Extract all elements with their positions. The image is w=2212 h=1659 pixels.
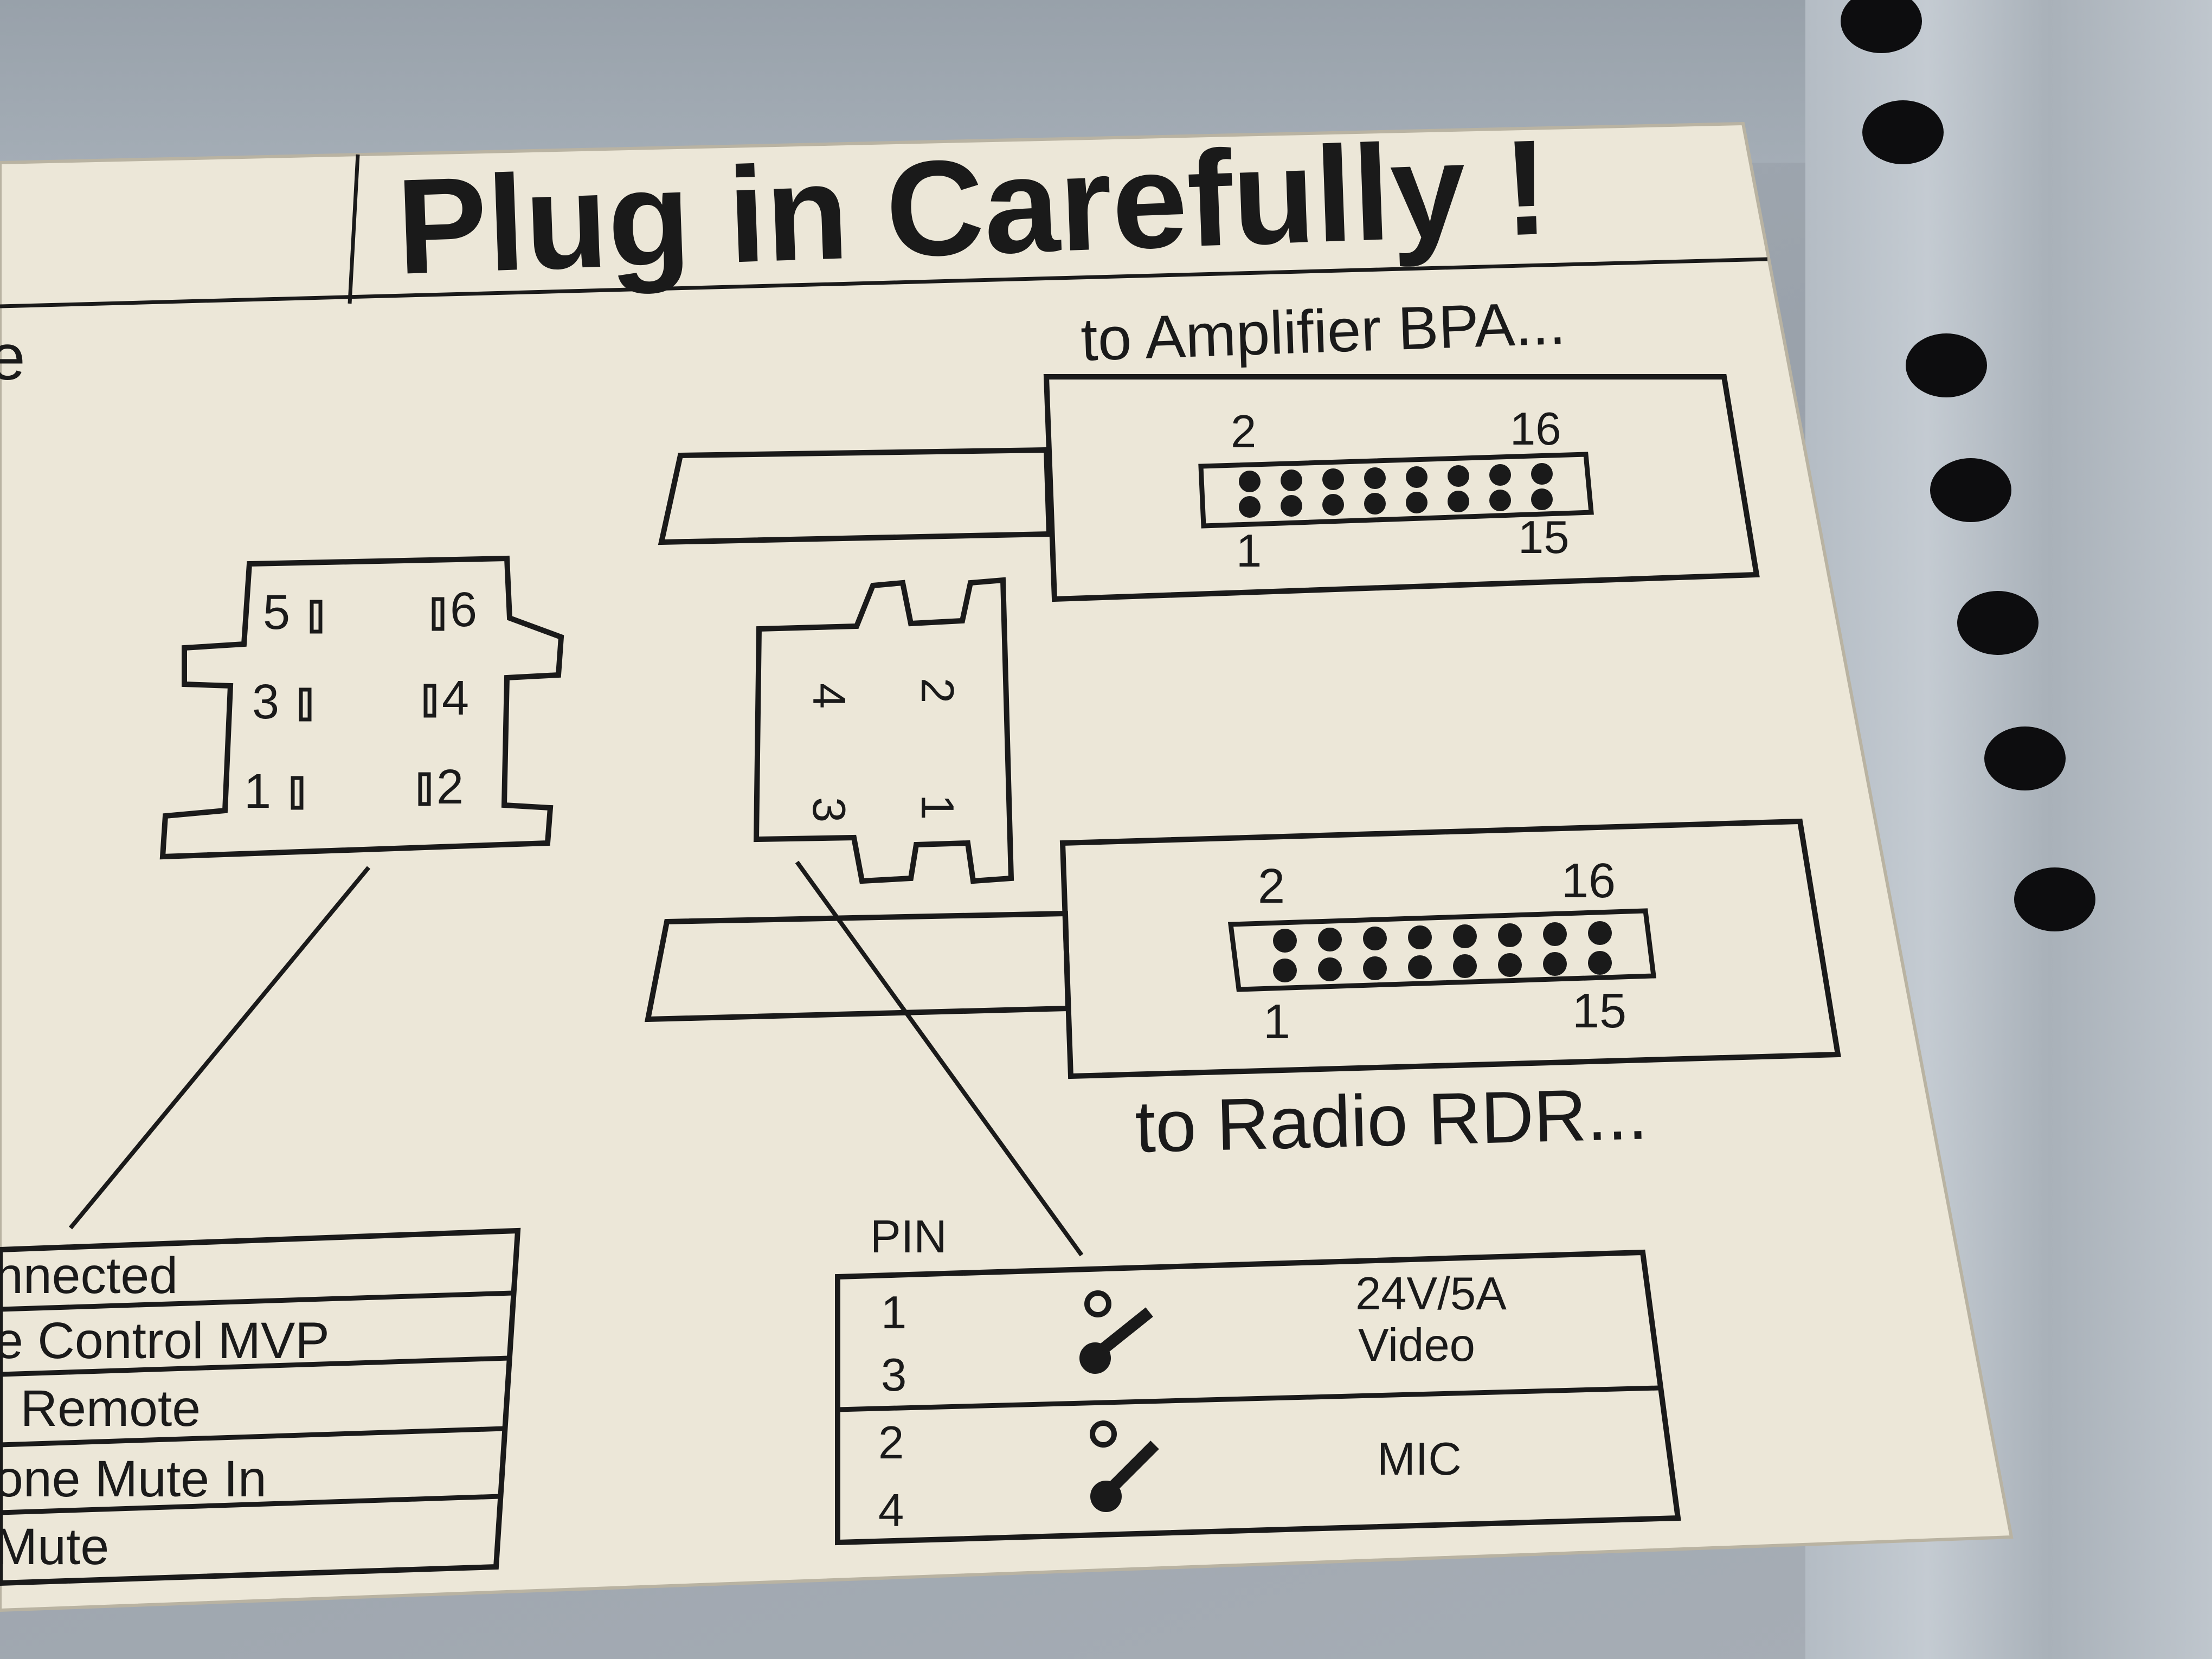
table-row: e Control MVP [0,1312,330,1369]
rail-hole [1862,100,1944,164]
amp-pin-2-label: 2 [1231,406,1256,458]
svg-text:3: 3 [803,797,854,822]
switch-icon [1090,1420,1159,1512]
amplifier-connector-body [1043,374,1760,602]
table-row: Mute [0,1518,109,1576]
rail-hole [1957,591,2039,655]
radio-pin-15-label: 15 [1572,984,1626,1038]
svg-text:1: 1 [881,1287,906,1339]
svg-text:24V/5A: 24V/5A [1355,1268,1507,1320]
leader-line-left [68,866,371,1230]
svg-text:4: 4 [803,683,854,709]
amplifier-cable [658,447,1052,545]
left-signal-table: nnected e Control MVP l Remote one Mute … [0,1227,521,1586]
svg-text:6: 6 [450,583,477,637]
radio-pin-1-label: 1 [1263,995,1290,1049]
rail-hole [2014,867,2095,931]
radio-label: to Radio RDR... [1134,1072,1649,1168]
radio-cable [644,910,1071,1023]
leader-line-right [795,860,1084,1257]
cut-text-fragment: e [0,321,25,394]
svg-text:1: 1 [244,764,271,819]
svg-text:2: 2 [911,678,963,703]
amp-pin-1-label: 1 [1236,525,1262,577]
svg-text:4: 4 [442,671,469,725]
svg-text:MIC: MIC [1377,1433,1462,1485]
amp-pin-15-label: 15 [1518,512,1570,563]
switch-icon [1079,1290,1153,1374]
table-row: l Remote [0,1380,201,1437]
rail-hole [1906,333,1987,397]
svg-text:3: 3 [252,675,279,729]
svg-text:4: 4 [878,1485,904,1536]
rail-hole [1984,726,2066,790]
six-pin-connector [159,555,564,860]
six-pin-labels: 5 6 3 4 1 2 [244,583,477,819]
table-row: nnected [0,1247,178,1304]
radio-pin-2-label: 2 [1258,859,1285,914]
four-pin-labels: 4 2 3 1 [803,678,963,822]
svg-text:Video: Video [1358,1320,1475,1371]
svg-text:2: 2 [878,1417,904,1469]
svg-text:1: 1 [911,794,963,820]
radio-pin-block [1227,908,1657,992]
amp-pin-16-label: 16 [1510,403,1561,455]
four-pin-connector [753,577,1014,884]
pin-function-table: PIN 1 3 24V/5A Video 2 4 MIC [835,1211,1681,1546]
rail-hole [1841,0,1922,53]
amplifier-pin-block [1198,452,1594,529]
svg-text:2: 2 [436,760,464,814]
svg-text:3: 3 [881,1349,906,1401]
label-card [0,121,2014,1612]
svg-text:5: 5 [263,586,290,640]
header-divider [0,257,1768,308]
header-separator [348,154,360,304]
amplifier-pin-dots [1239,463,1553,518]
pin-table-header: PIN [870,1211,947,1263]
amplifier-label: to Amplifier BPA... [1079,289,1566,374]
table-row: one Mute In [0,1450,267,1508]
radio-pin-dots [1273,921,1612,982]
radio-pin-16-label: 16 [1561,854,1616,908]
rail-hole [1930,458,2011,522]
